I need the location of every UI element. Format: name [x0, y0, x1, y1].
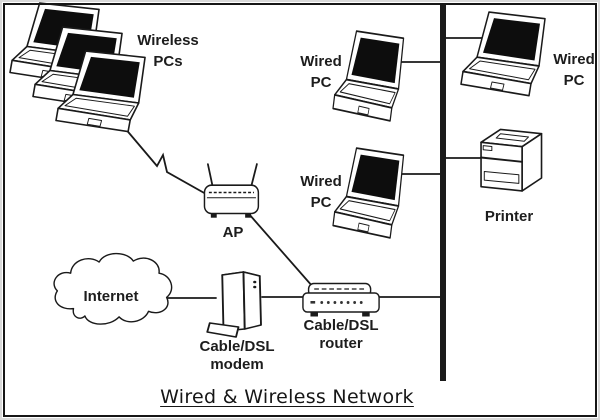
- diagram-title: Wired & Wireless Network: [160, 386, 414, 408]
- label-printer: Printer: [484, 208, 534, 225]
- backbone-bus: [440, 4, 446, 381]
- label-router: Cable/DSL router: [303, 317, 379, 352]
- link-ap-router: [248, 213, 314, 288]
- label-wireless-pcs: Wireless PCs: [137, 32, 199, 70]
- label-wired-pc-bottom: Wired PC: [300, 173, 342, 211]
- router-icon: [302, 282, 380, 318]
- label-wired-pc-top: Wired PC: [300, 53, 342, 91]
- access-point-icon: [203, 163, 260, 219]
- link-wireless-pcs-ap: [123, 126, 207, 195]
- label-internet: Internet: [83, 288, 139, 305]
- modem-icon: [206, 271, 262, 338]
- label-ap: AP: [222, 224, 244, 241]
- label-wired-pc-right: Wired PC: [553, 51, 595, 89]
- label-modem: Cable/DSL modem: [199, 338, 275, 373]
- printer-icon: [480, 128, 543, 192]
